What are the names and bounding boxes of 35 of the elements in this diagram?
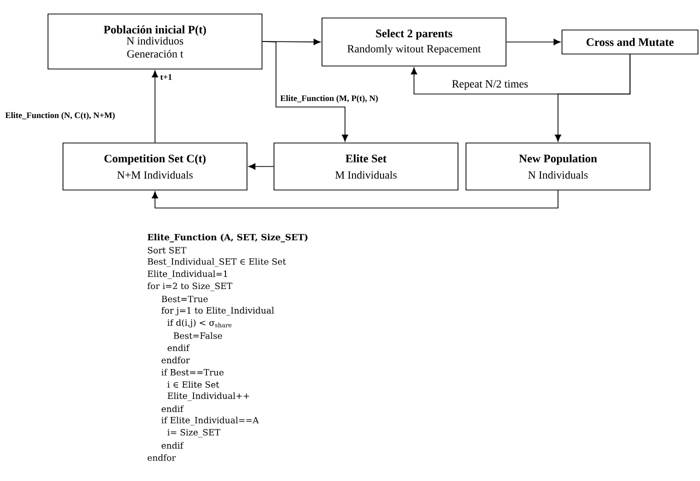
function-label: Elite_Function (N, C(t), N+M) bbox=[5, 112, 115, 120]
arrow bbox=[152, 190, 558, 208]
edge-label: Elite_Function (M, P(t), N) bbox=[279, 94, 380, 104]
pseudocode-line: endfor bbox=[162, 356, 190, 364]
edge-label: t+1 bbox=[159, 73, 174, 81]
process-box: Población inicial P(t) N individuos Generación t bbox=[48, 14, 262, 70]
pseudocode-line: Best=True bbox=[162, 296, 208, 302]
arrow bbox=[262, 41, 348, 142]
pseudocode-line: Elite_Individual=1 bbox=[148, 270, 228, 279]
pseudocode-line: for j=1 to Elite_Individual bbox=[162, 306, 274, 316]
pseudocode-line: Elite_Function (A, SET, Size_SET) bbox=[148, 234, 308, 242]
arrow bbox=[554, 54, 630, 142]
pseudocode-line: Elite_Individual++ bbox=[168, 392, 250, 401]
pseudocode-line: i ∈ Elite Set bbox=[168, 381, 220, 388]
arrow bbox=[248, 163, 274, 170]
pseudocode-line: Best_Individual_SET ∈ Elite Set bbox=[148, 258, 286, 267]
edge-label: Repeat N/2 times bbox=[450, 79, 530, 91]
process-box: Cross and Mutate bbox=[562, 30, 698, 54]
pseudocode-line: Sort SET bbox=[148, 246, 186, 254]
pseudocode-line: endif bbox=[162, 442, 184, 449]
set-box: Elite Set M Individuals bbox=[274, 142, 458, 190]
pseudocode-line: i= Size_SET bbox=[168, 429, 220, 438]
pseudocode-line: endif bbox=[168, 344, 190, 352]
arrow bbox=[506, 38, 561, 46]
arrow bbox=[152, 70, 158, 143]
pseudocode-line: Best=False bbox=[174, 332, 222, 339]
process-box: Select 2 parents Randomly witout Repacement bbox=[322, 18, 506, 66]
pseudocode-line: endfor bbox=[148, 454, 176, 461]
set-box: New Population N Individuals bbox=[466, 142, 650, 190]
pseudocode-line: for i=2 to Size_SET bbox=[148, 282, 232, 292]
pseudocode-line: if Elite_Individual==A bbox=[162, 416, 259, 426]
pseudocode-line: endif bbox=[162, 405, 184, 412]
pseudocode-line: if Best==True bbox=[162, 368, 224, 376]
set-box: Competition Set C(t) N+M Individuals bbox=[62, 142, 248, 190]
pseudocode-line: if d(i,j) < σ$_{share}$ bbox=[168, 319, 232, 328]
